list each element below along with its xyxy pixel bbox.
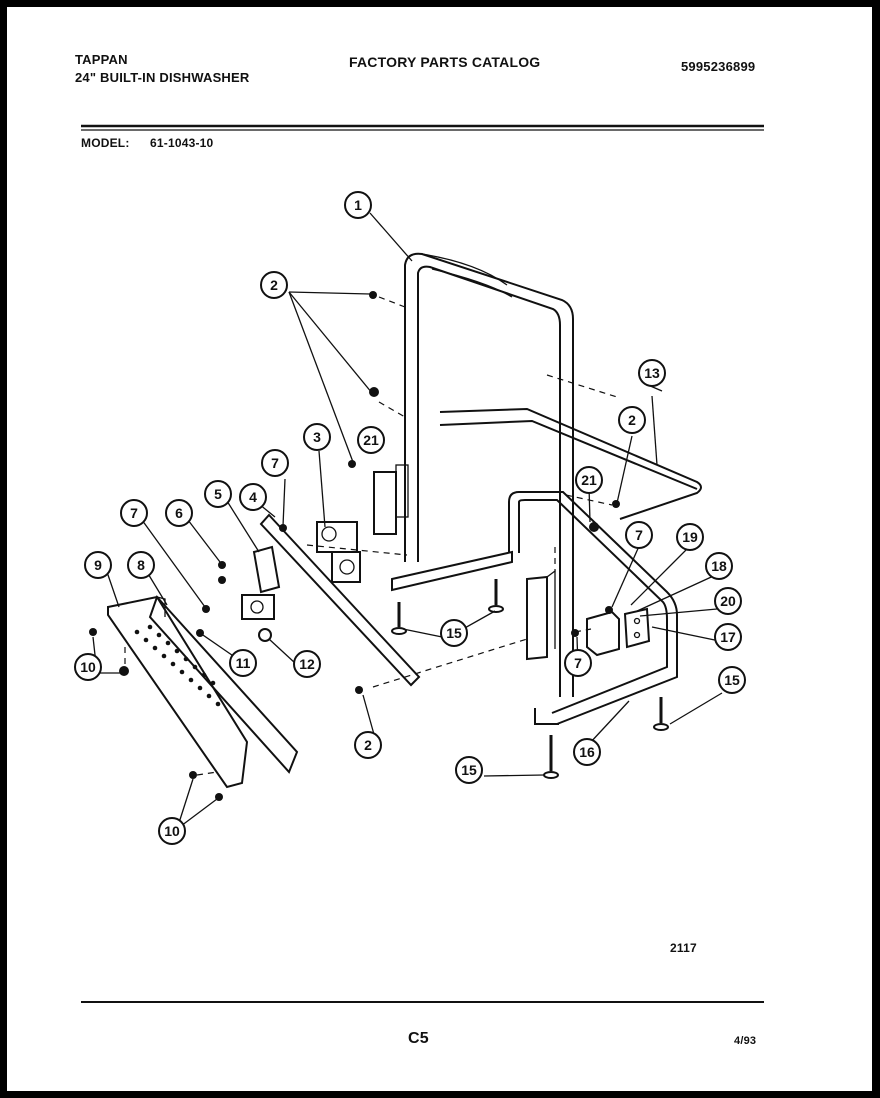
brand-label: TAPPAN bbox=[75, 52, 128, 67]
callout-label: 21 bbox=[581, 472, 597, 488]
exploded-parts-diagram: 1 2 2 2 3 4 5 6 7 7 7 7 8 9 10 10 11 12 … bbox=[74, 124, 764, 1003]
catalog-title: FACTORY PARTS CATALOG bbox=[349, 54, 541, 70]
callout-label: 7 bbox=[271, 455, 279, 471]
catalog-sheet: TAPPAN 24" BUILT-IN DISHWASHER FACTORY P… bbox=[7, 7, 872, 1091]
callout-label: 21 bbox=[363, 432, 379, 448]
callout-label: 18 bbox=[711, 558, 727, 574]
callout-10-b: 10 bbox=[158, 817, 186, 845]
callout-label: 3 bbox=[313, 429, 321, 445]
callout-label: 4 bbox=[249, 489, 257, 505]
callout-6: 6 bbox=[165, 499, 193, 527]
model-label: MODEL: bbox=[81, 136, 130, 150]
callout-15-a: 15 bbox=[440, 619, 468, 647]
callout-label: 2 bbox=[628, 412, 636, 428]
callout-label: 8 bbox=[137, 557, 145, 573]
callout-9: 9 bbox=[84, 551, 112, 579]
callout-label: 10 bbox=[164, 823, 180, 839]
callout-17: 17 bbox=[714, 623, 742, 651]
callout-4: 4 bbox=[239, 483, 267, 511]
callout-label: 7 bbox=[130, 505, 138, 521]
callout-label: 6 bbox=[175, 505, 183, 521]
callout-label: 1 bbox=[354, 197, 362, 213]
lower-rail-left bbox=[391, 550, 513, 592]
hinge-bracket bbox=[373, 464, 409, 535]
callout-13: 13 bbox=[638, 359, 666, 387]
figure-number: 2117 bbox=[670, 941, 697, 955]
callout-label: 7 bbox=[635, 527, 643, 543]
callout-19: 19 bbox=[676, 523, 704, 551]
catalog-number: 5995236899 bbox=[681, 59, 756, 74]
callout-label: 15 bbox=[724, 672, 740, 688]
leveling-foot-c bbox=[653, 697, 669, 731]
callout-label: 15 bbox=[461, 762, 477, 778]
model-number: 61-1043-10 bbox=[150, 136, 214, 150]
callout-7-a: 7 bbox=[261, 449, 289, 477]
callout-label: 5 bbox=[214, 486, 222, 502]
callout-5: 5 bbox=[204, 480, 232, 508]
callout-label: 12 bbox=[299, 656, 315, 672]
leveling-foot-d bbox=[543, 735, 559, 779]
leveling-foot-b bbox=[488, 579, 504, 613]
callout-label: 7 bbox=[574, 655, 582, 671]
alignment-lines bbox=[124, 296, 618, 776]
callout-7-b: 7 bbox=[120, 499, 148, 527]
callout-21-a: 21 bbox=[357, 426, 385, 454]
callout-15-b: 15 bbox=[718, 666, 746, 694]
door-frame-part bbox=[404, 252, 574, 697]
callout-21-b: 21 bbox=[575, 466, 603, 494]
callout-label: 20 bbox=[720, 593, 736, 609]
revision-date: 4/93 bbox=[734, 1035, 757, 1047]
callout-7-d: 7 bbox=[564, 649, 592, 677]
callout-10-a: 10 bbox=[74, 653, 102, 681]
callout-8: 8 bbox=[127, 551, 155, 579]
latch-bracket bbox=[586, 607, 651, 657]
callout-1: 1 bbox=[344, 191, 372, 219]
callout-label: 10 bbox=[80, 659, 96, 675]
callout-16: 16 bbox=[573, 738, 601, 766]
callout-11: 11 bbox=[229, 649, 257, 677]
callout-label: 19 bbox=[682, 529, 698, 545]
small-bracket-part bbox=[252, 545, 281, 594]
product-label: 24" BUILT-IN DISHWASHER bbox=[75, 70, 250, 85]
side-bracket bbox=[526, 569, 556, 661]
inlet-valve-part bbox=[316, 521, 361, 583]
callout-label: 17 bbox=[720, 629, 736, 645]
kick-plate-part bbox=[148, 595, 299, 774]
leveling-foot-a bbox=[391, 602, 407, 635]
callout-2-upper: 2 bbox=[260, 271, 288, 299]
callout-2-lower: 2 bbox=[354, 731, 382, 759]
callout-2-right: 2 bbox=[618, 406, 646, 434]
callout-label: 2 bbox=[364, 737, 372, 753]
callout-3: 3 bbox=[303, 423, 331, 451]
callout-18: 18 bbox=[705, 552, 733, 580]
callout-label: 13 bbox=[644, 365, 660, 381]
callout-12: 12 bbox=[293, 650, 321, 678]
front-rail-part bbox=[259, 513, 421, 687]
callout-7-c: 7 bbox=[625, 521, 653, 549]
callout-label: 16 bbox=[579, 744, 595, 760]
screws bbox=[89, 291, 620, 801]
page-code: C5 bbox=[408, 1030, 429, 1047]
callout-label: 2 bbox=[270, 277, 278, 293]
switch-part bbox=[241, 594, 275, 642]
callout-20: 20 bbox=[714, 587, 742, 615]
lower-rail-right bbox=[508, 491, 678, 725]
callout-15-c: 15 bbox=[455, 756, 483, 784]
cross-rail-part bbox=[439, 407, 702, 520]
callout-label: 9 bbox=[94, 557, 102, 573]
callout-label: 11 bbox=[236, 655, 251, 671]
access-panel-part bbox=[107, 595, 249, 789]
leader-lines bbox=[92, 212, 735, 830]
callout-label: 15 bbox=[446, 625, 462, 641]
